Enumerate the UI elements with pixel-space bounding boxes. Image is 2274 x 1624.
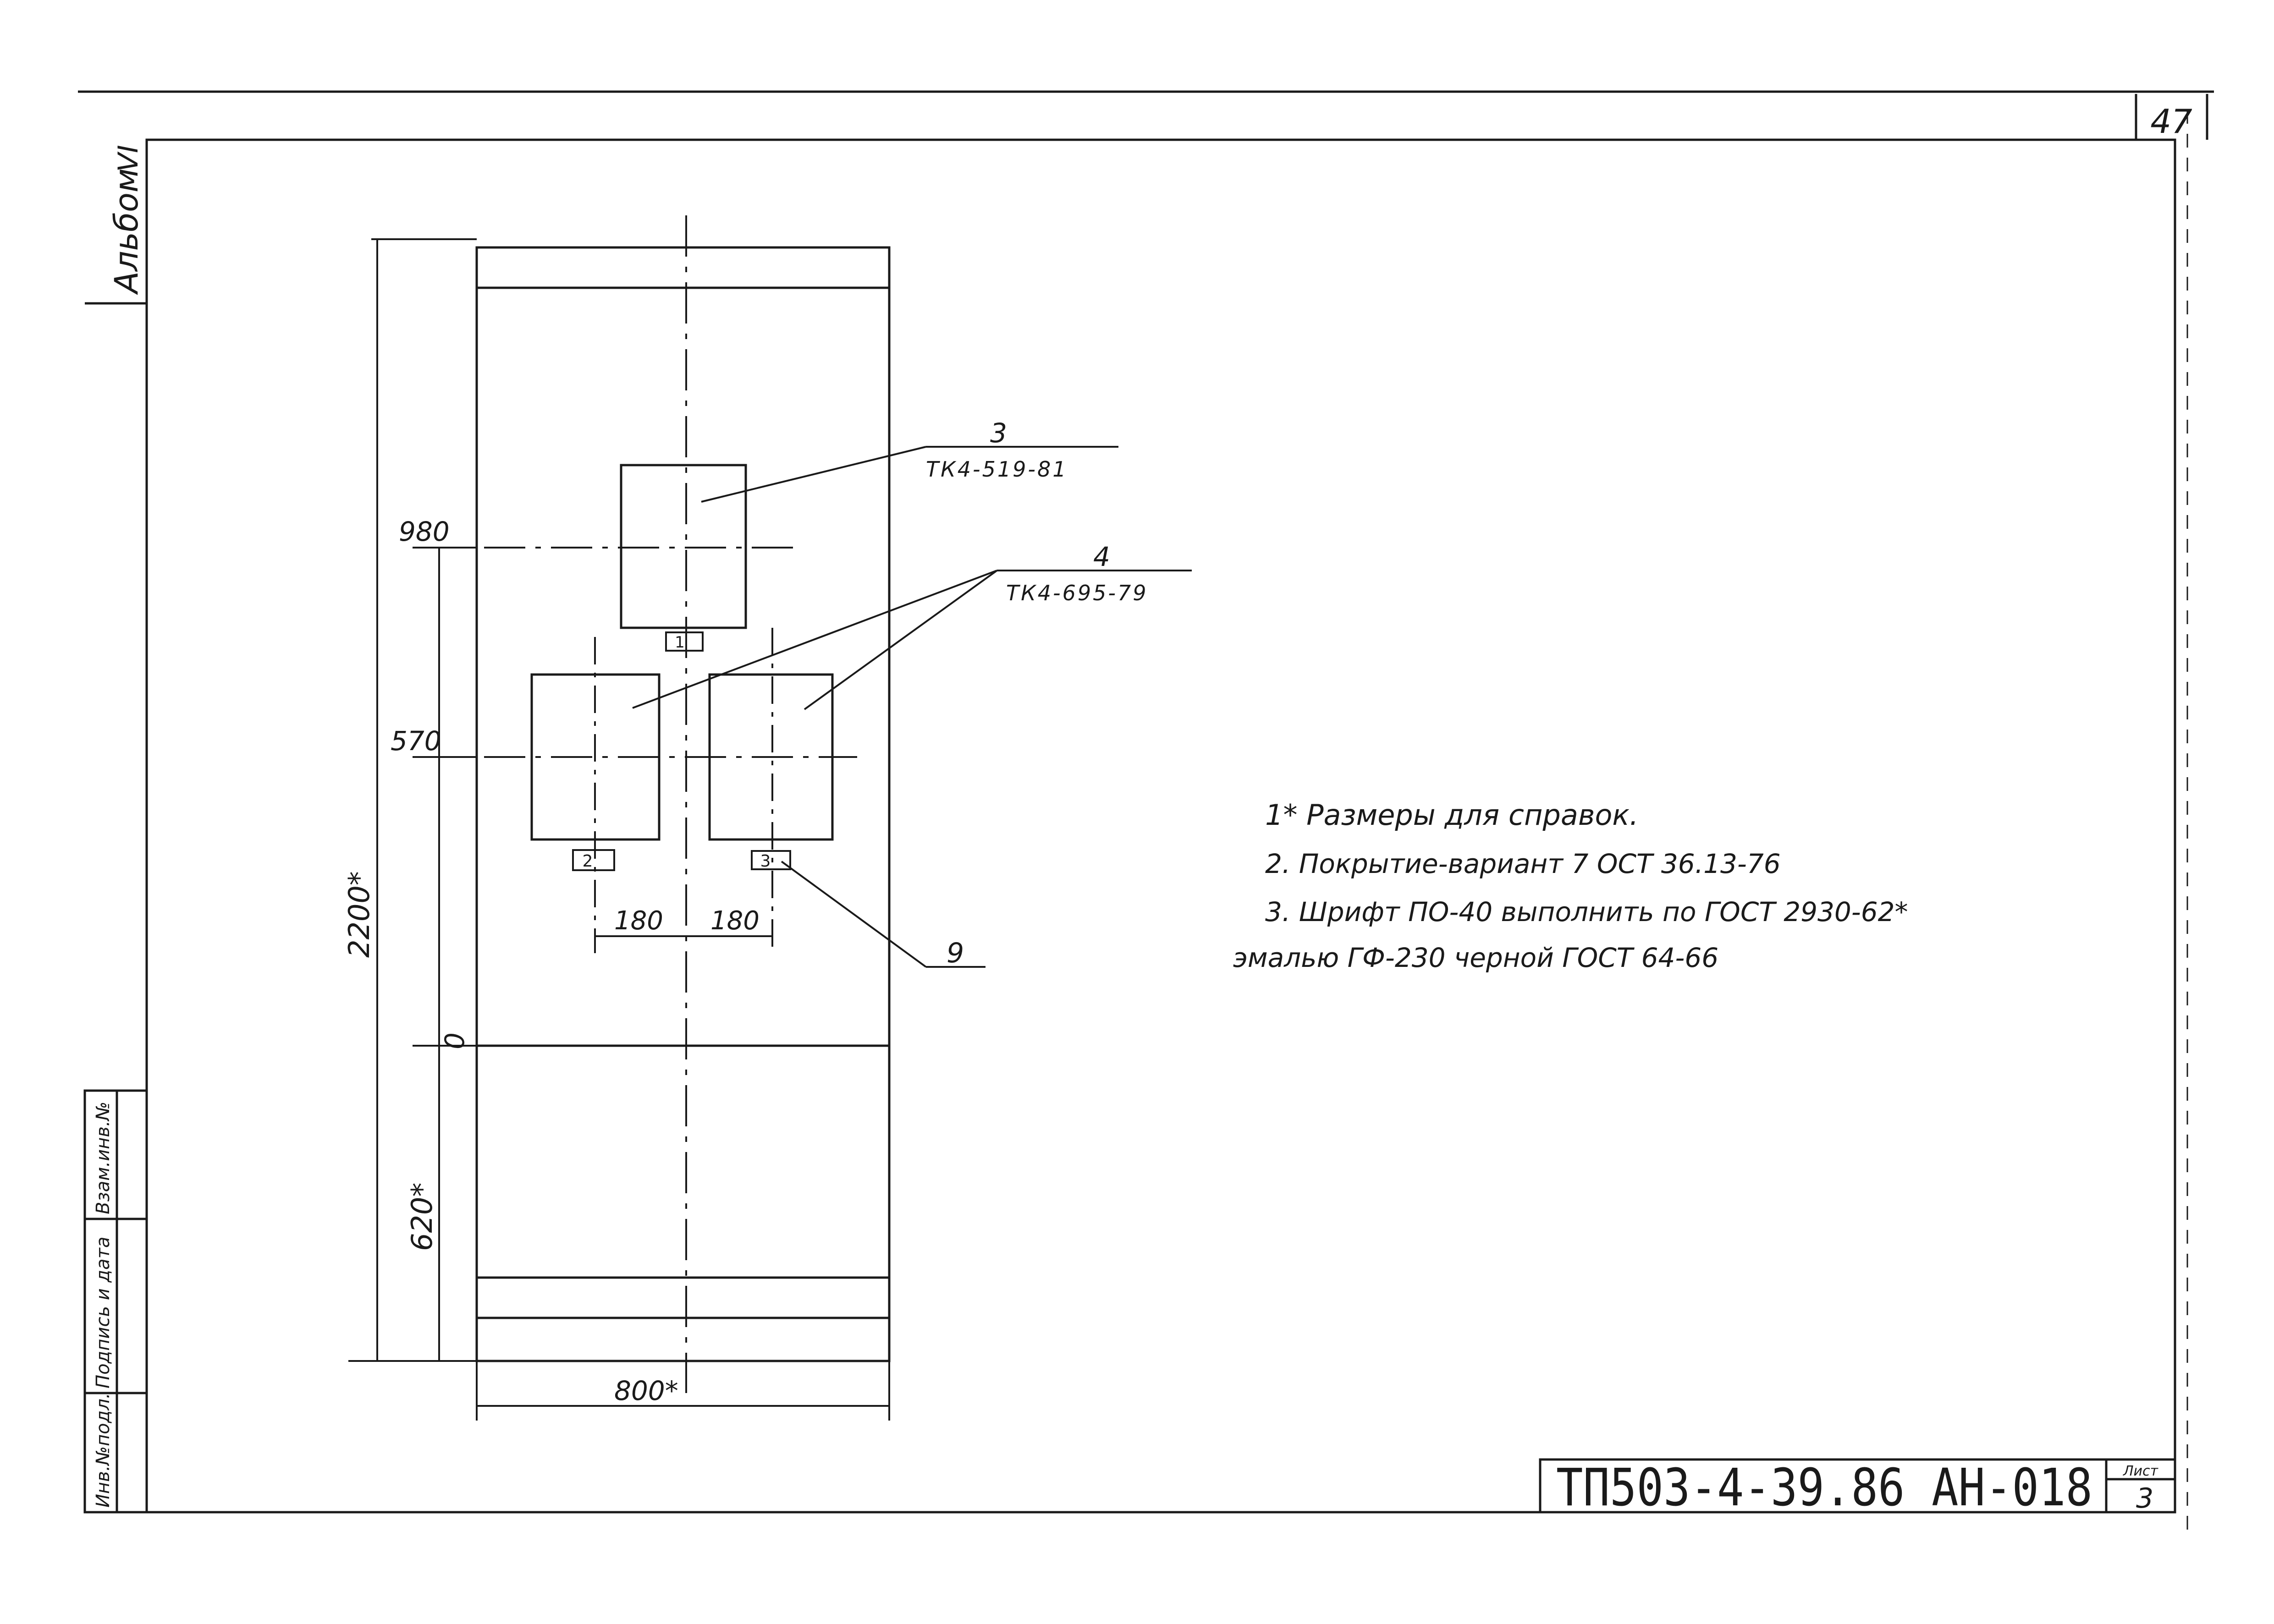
dim-label-180-left: 180 <box>614 906 663 936</box>
dim-label-620: 620* <box>405 1183 439 1251</box>
dim-label-980: 980 <box>399 516 450 547</box>
nameplate-tag-2 <box>572 849 615 871</box>
leader-9 <box>781 861 927 968</box>
drawing-frame <box>145 138 2176 1514</box>
leader-4-right <box>804 570 998 710</box>
tag-3-label: 3 <box>760 852 771 871</box>
callout-9-number: 9 <box>947 937 964 969</box>
leader-3 <box>701 446 926 503</box>
album-number: VI <box>112 145 144 172</box>
dim-label-570: 570 <box>391 725 441 757</box>
stamp-signature-date: Подпись и дата <box>93 1237 114 1388</box>
note-line-3: 3. Шрифт ПО-40 выполнить по ГОСТ 2930-62… <box>1265 896 1908 927</box>
leader-4-left <box>632 570 997 709</box>
callout-4-number: 4 <box>1093 541 1110 572</box>
note-line-1: 1* Размеры для справок. <box>1265 798 1639 832</box>
callout-3-number: 3 <box>990 417 1007 449</box>
stamp-replacement-inv: Взам.инв.№ <box>93 1102 114 1214</box>
panel-outline <box>475 246 891 1362</box>
tag-2-label: 2 <box>583 852 593 871</box>
nameplate-tag-1 <box>665 631 704 652</box>
nameplate-tag-3 <box>751 850 791 870</box>
stamp-inv-no: Инв.№подл. <box>93 1393 114 1508</box>
sheet-number: 3 <box>2136 1482 2153 1514</box>
document-designation: ТП503-4-39.86 АН-018 <box>1556 1458 2092 1518</box>
callout-4-reference: ТК4-695-79 <box>1006 581 1148 605</box>
dim-label-2200: 2200* <box>342 871 376 958</box>
note-line-4: эмалью ГФ-230 черной ГОСТ 64-66 <box>1233 942 1718 973</box>
album-label: Альбом <box>108 168 145 295</box>
device-box-upper <box>620 464 747 629</box>
dim-label-0: 0 <box>439 1032 470 1049</box>
tag-1-label: 1 <box>675 633 685 652</box>
sheet-number-box <box>2105 1458 2176 1514</box>
dim-label-800: 800* <box>614 1375 678 1406</box>
sheet-label: Лист <box>2123 1463 2159 1479</box>
page-number: 47 <box>2150 102 2192 141</box>
dim-label-180-right: 180 <box>710 906 760 936</box>
callout-3-reference: ТК4-519-81 <box>926 457 1068 482</box>
note-line-2: 2. Покрытие-вариант 7 ОСТ 36.13-76 <box>1265 848 1781 879</box>
